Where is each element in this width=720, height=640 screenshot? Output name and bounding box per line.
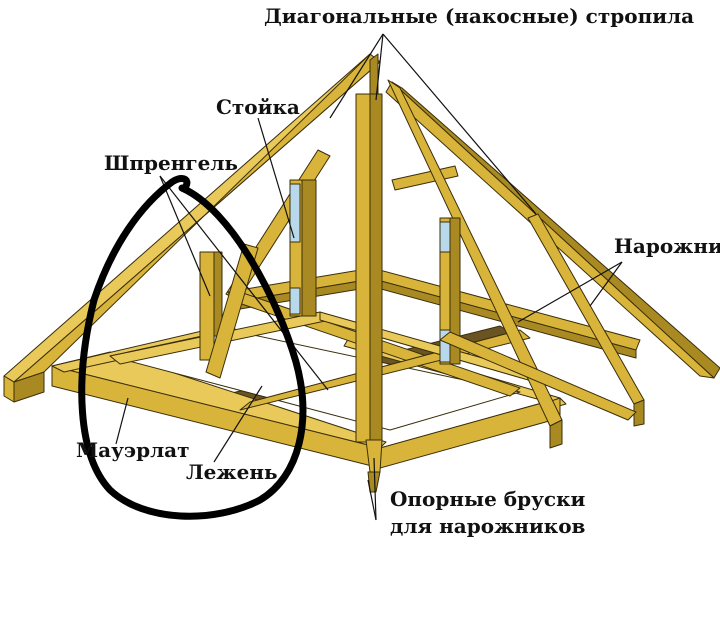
label-wall-plate: Мауэрлат	[76, 438, 190, 462]
post-back-left	[289, 179, 317, 317]
label-truss-strut: Шпренгель	[104, 151, 239, 175]
back-hip-rafter-right	[385, 81, 720, 379]
central-support-post	[355, 53, 383, 493]
leader-wall-plate	[115, 397, 129, 445]
hip-rafter-front-right	[387, 79, 563, 449]
leader-diagonal-left	[329, 33, 384, 119]
leader-support-2	[367, 479, 377, 521]
leader-diagonal-center	[375, 33, 384, 101]
leader-diagonal-right	[382, 33, 537, 215]
label-diagonal-rafters: Диагональные (накосные) стропила	[264, 4, 695, 28]
right-inner-brace	[439, 331, 637, 421]
label-jack-rafters: Нарожники	[614, 234, 720, 258]
label-support-bars-line1: Опорные бруски	[390, 487, 586, 511]
leader-jack-2	[517, 261, 623, 323]
highlight-loop	[78, 175, 307, 520]
leader-jack-1	[589, 261, 623, 307]
leader-post	[257, 117, 295, 239]
label-post: Стойка	[216, 95, 300, 119]
leader-truss-2	[159, 175, 329, 391]
post-back-right	[439, 217, 461, 365]
label-sill-beam: Лежень	[186, 460, 278, 484]
leader-truss-1	[159, 175, 211, 297]
jack-rafter-right	[527, 213, 645, 427]
label-support-bars-line2: для нарожников	[390, 514, 586, 538]
leader-sill	[213, 385, 263, 463]
leader-lines	[115, 33, 623, 521]
truss-strut	[205, 243, 259, 379]
leader-support-1	[373, 457, 377, 521]
